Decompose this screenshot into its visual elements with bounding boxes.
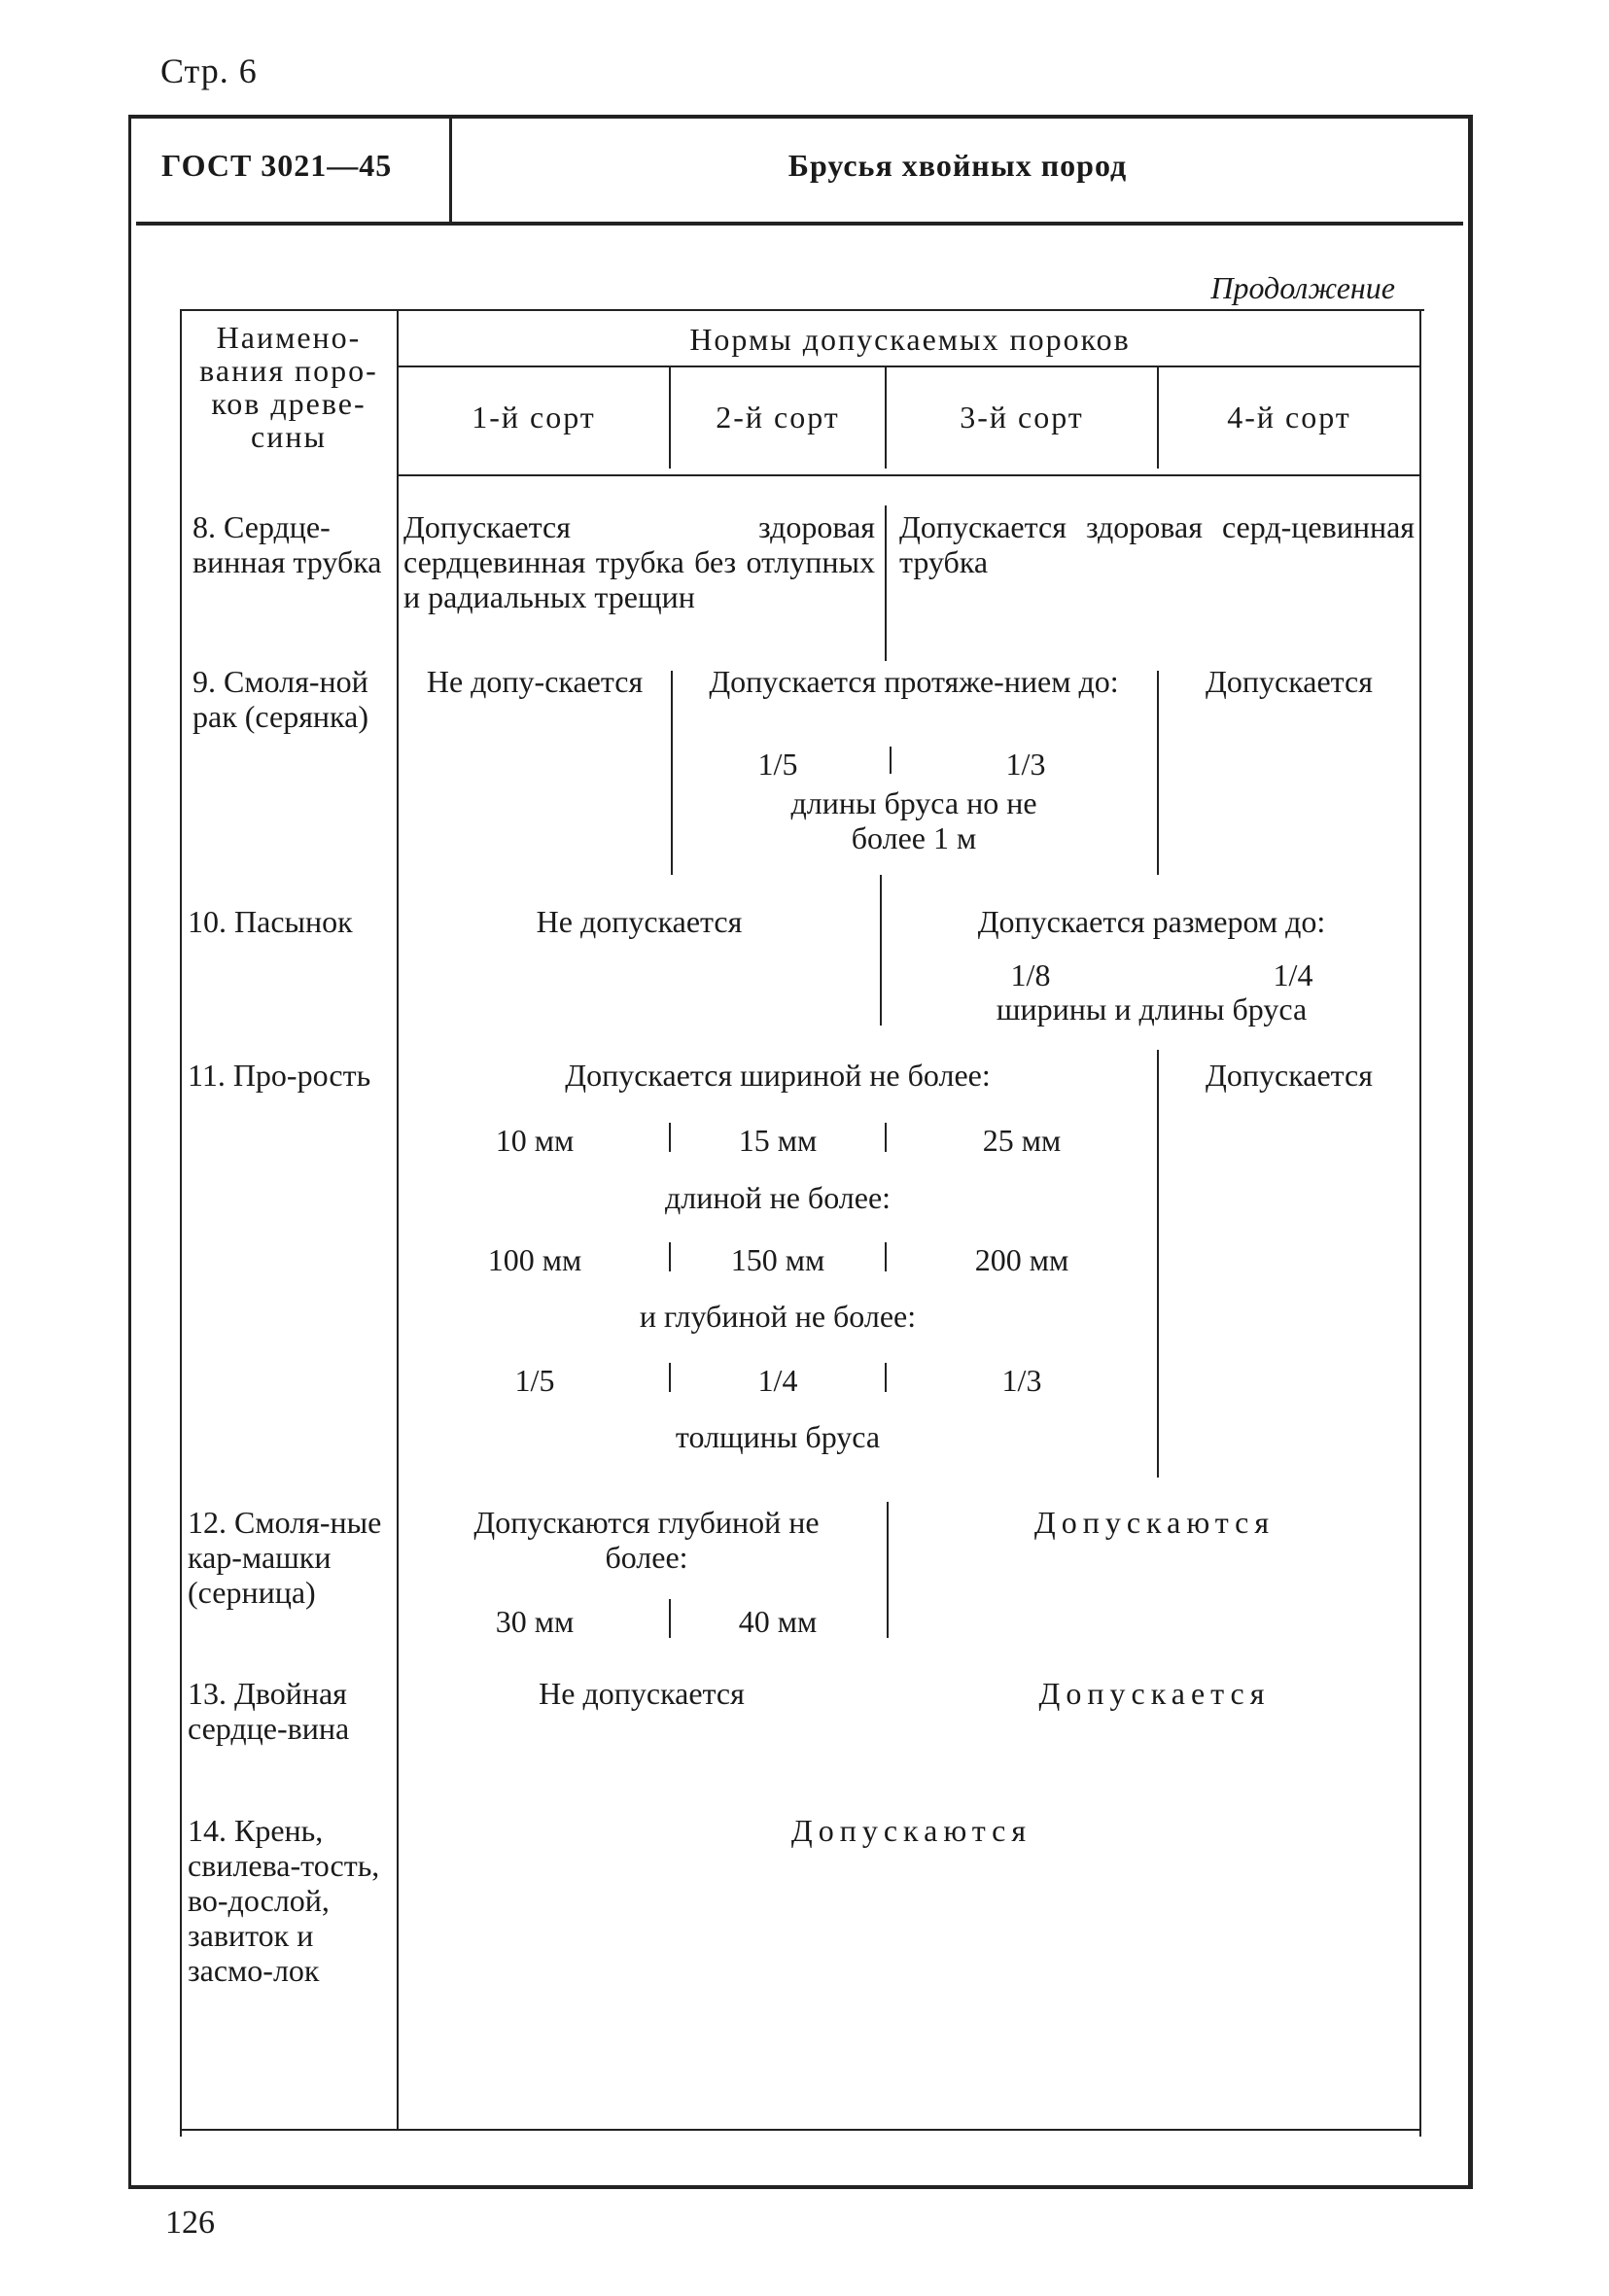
row11-depth-2: 1/4 bbox=[757, 1363, 798, 1398]
header-separator bbox=[136, 222, 1463, 226]
row10-fraction-3: 1/8 bbox=[1010, 957, 1051, 992]
row11-width-3: 25 мм bbox=[982, 1123, 1062, 1158]
row12-depth-1: 30 мм bbox=[495, 1604, 575, 1639]
row11-depth-1: 1/5 bbox=[514, 1363, 555, 1398]
row12-grades-1-2: Допускаются глубиной не более: bbox=[473, 1505, 820, 1575]
header-divider bbox=[449, 119, 452, 222]
row12-depth-2: 40 мм bbox=[738, 1604, 818, 1639]
row11-depth-3: 1/3 bbox=[1001, 1363, 1042, 1398]
row11-grade-4: Допускается bbox=[1206, 1058, 1373, 1093]
row11-length-3: 200 мм bbox=[974, 1242, 1069, 1277]
defect-name-13: 13. Двойная сердце-вина bbox=[188, 1676, 350, 1746]
row8-grades-3-4: Допускается здоровая серд-цевинная трубк… bbox=[899, 509, 1415, 579]
defect-name-14: 14. Крень, свилева-тость, во-дослой, зав… bbox=[188, 1813, 380, 1988]
row10-grades-3-4: Допускается размером до: bbox=[977, 904, 1326, 939]
row14-all-grades: Допускаются bbox=[790, 1813, 1032, 1848]
defect-name-11: 11. Про-рость bbox=[188, 1058, 371, 1093]
frame-top-border bbox=[128, 115, 1473, 119]
row11-length-2: 150 мм bbox=[730, 1242, 825, 1277]
frame-left-border bbox=[128, 115, 131, 2185]
row9-grades-2-3: Допускается протяже-нием до: bbox=[709, 664, 1119, 699]
page-number: 126 bbox=[165, 2205, 215, 2241]
column-header-defect-name: Наимено-вания поро-ков древе-сины bbox=[199, 320, 378, 454]
grade-header-2: 2-й сорт bbox=[716, 400, 840, 435]
defect-name-8: 8. Сердце-винная трубка bbox=[192, 509, 382, 579]
row12-grades-3-4: Допускаются bbox=[1033, 1505, 1276, 1540]
row10-grades-1-2: Не допускается bbox=[536, 904, 743, 939]
column-header-norms: Нормы допускаемых пороков bbox=[689, 322, 1131, 357]
row11-depth-label: и глубиной не более: bbox=[639, 1299, 917, 1334]
row11-length-label: длиной не более: bbox=[664, 1180, 892, 1215]
defect-name-10: 10. Пасынок bbox=[188, 904, 353, 939]
row10-grades-3-4-extent: ширины и длины бруса bbox=[996, 991, 1308, 1026]
frame-right-border bbox=[1468, 115, 1473, 2185]
row11-length-1: 100 мм bbox=[487, 1242, 582, 1277]
row11-width-label: Допускается шириной не более: bbox=[565, 1058, 991, 1093]
row11-width-1: 10 мм bbox=[495, 1123, 575, 1158]
row9-grade-4: Допускается bbox=[1206, 664, 1373, 699]
frame-bottom-border bbox=[128, 2185, 1473, 2189]
document-title: Брусья хвойных пород bbox=[787, 148, 1128, 183]
row9-fraction-3: 1/3 bbox=[1005, 747, 1046, 782]
grade-header-4: 4-й сорт bbox=[1227, 400, 1351, 435]
grade-header-1: 1-й сорт bbox=[472, 400, 596, 435]
continuation-label: Продолжение bbox=[1210, 270, 1395, 305]
row9-fraction-2: 1/5 bbox=[757, 747, 798, 782]
page-label: Стр. 6 bbox=[160, 52, 258, 90]
row13-grades-3-4: Допускается bbox=[1038, 1676, 1271, 1711]
row11-thickness-label: толщины бруса bbox=[675, 1419, 881, 1454]
defect-name-9: 9. Смоля-ной рак (серянка) bbox=[192, 664, 368, 734]
row13-grades-1-2: Не допускается bbox=[539, 1676, 745, 1711]
row10-fraction-4: 1/4 bbox=[1273, 957, 1313, 992]
row9-grades-2-3-extent: длины бруса но не более 1 м bbox=[790, 785, 1037, 855]
defect-name-12: 12. Смоля-ные кар-машки (серница) bbox=[188, 1505, 382, 1610]
row9-grade-1: Не допу-скается bbox=[426, 664, 644, 699]
gost-code: ГОСТ 3021—45 bbox=[161, 148, 393, 183]
grade-header-3: 3-й сорт bbox=[960, 400, 1084, 435]
row11-width-2: 15 мм bbox=[738, 1123, 818, 1158]
row8-grades-1-2: Допускается здоровая сердцевинная трубка… bbox=[403, 509, 875, 614]
